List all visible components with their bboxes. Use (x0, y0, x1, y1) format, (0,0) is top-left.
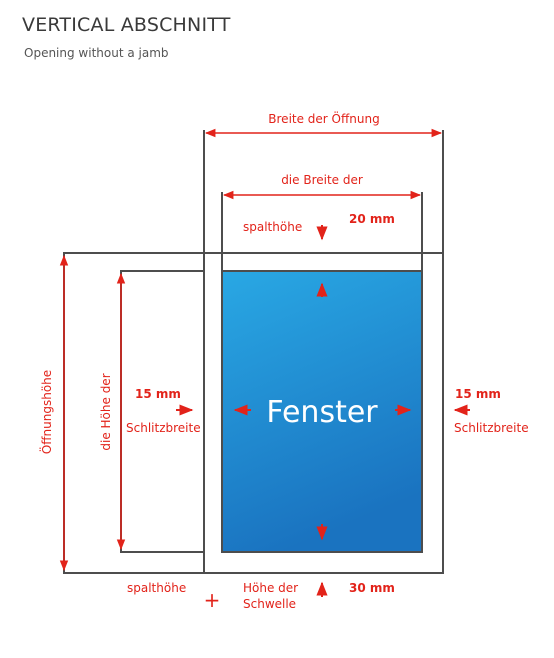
right-gap-value: 15 mm (455, 387, 501, 401)
page-title: VERTICAL ABSCHNITT (22, 14, 231, 36)
left-gap-label: Schlitzbreite (126, 421, 201, 435)
left-gap-value: 15 mm (135, 387, 181, 401)
window-label: Fenster (266, 395, 378, 430)
opening-width-label: Breite der Öffnung (268, 110, 379, 126)
window-pane (221, 270, 423, 553)
top-gap-value: 20 mm (349, 212, 395, 226)
slot-width-label: die Breite der (281, 173, 363, 187)
sill-height-label-line1: Höhe der (243, 581, 298, 595)
slot-height-frame (120, 270, 205, 553)
slot-height-label: die Höhe der (99, 373, 113, 450)
page-subtitle: Opening without a jamb (24, 46, 169, 60)
right-gap-label: Schlitzbreite (454, 421, 529, 435)
top-gap-label: spalthöhe (243, 220, 302, 234)
bottom-gap-value: 30 mm (349, 581, 395, 595)
plus-sign: + (204, 588, 221, 612)
sill-height-label-line2: Schwelle (243, 597, 296, 611)
opening-height-label: Öffnungshöhe (38, 370, 54, 454)
bottom-gap-label: spalthöhe (127, 581, 186, 595)
